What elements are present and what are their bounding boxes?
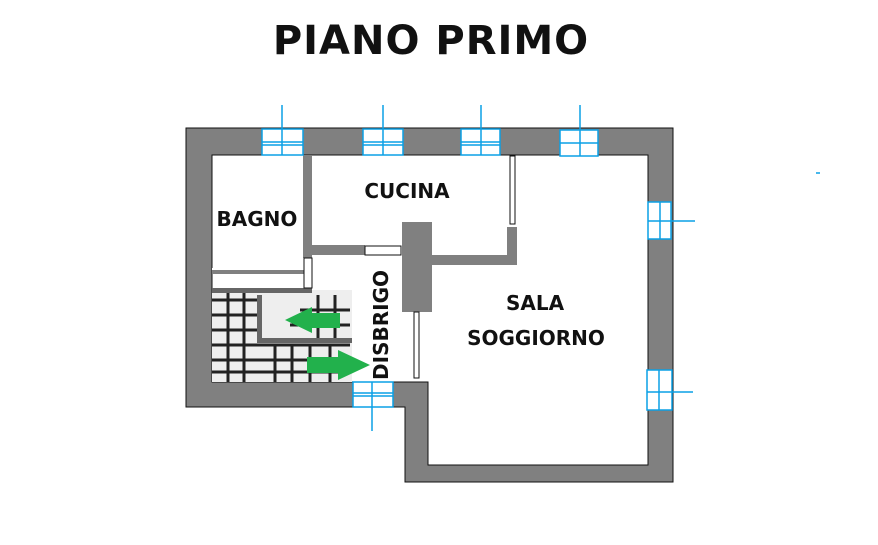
room-label-bagno: BAGNO	[217, 207, 298, 231]
room-label-sala-1: SALA	[506, 291, 565, 315]
page-title: PIANO PRIMO	[272, 18, 590, 64]
door-cucina-disbrigo	[364, 245, 402, 256]
staircase	[212, 288, 352, 382]
arrow-right-icon	[307, 350, 370, 380]
door-disbrigo-sala	[413, 311, 420, 379]
room-label-sala-2: SOGGIORNO	[467, 326, 605, 350]
door-bagno	[303, 257, 313, 289]
room-label-disbrigo: DISBRIGO	[369, 270, 393, 380]
windows	[261, 105, 820, 431]
door-cucina-sala	[509, 155, 516, 225]
interior-walls	[212, 155, 517, 312]
room-label-cucina: CUCINA	[364, 179, 450, 203]
arrow-left-icon	[285, 307, 340, 333]
